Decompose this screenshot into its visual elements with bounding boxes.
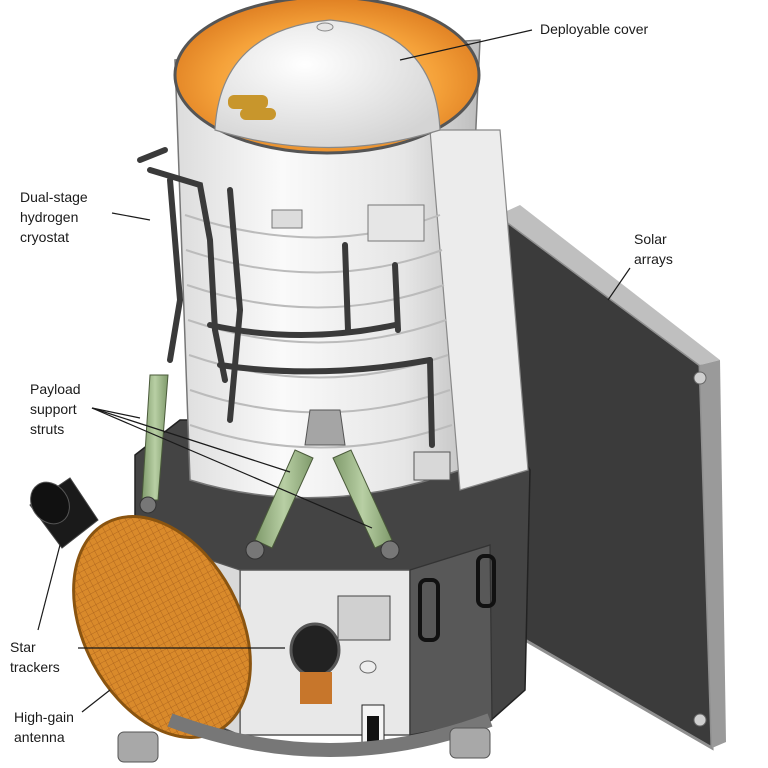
label-deployable-cover: Deployable cover: [540, 19, 648, 39]
label-star-trackers-line1: Star: [10, 639, 36, 655]
label-solar-arrays-line1: Solar: [634, 231, 667, 247]
leader-lines: [37, 29, 631, 713]
label-solar-arrays: Solar arrays: [634, 229, 673, 269]
label-deployable-cover-text: Deployable cover: [540, 21, 649, 37]
base-ring: [117, 713, 493, 763]
solar-array: [496, 205, 726, 751]
label-solar-arrays-line2: arrays: [634, 251, 673, 267]
label-cryostat-line2: hydrogen: [20, 209, 79, 225]
label-star-trackers-line2: trackers: [10, 659, 60, 675]
label-high-gain-antenna: High-gain antenna: [14, 707, 74, 747]
aperture: [173, 0, 481, 155]
telescope-tube: [174, 39, 529, 499]
label-payload-struts: Payload support struts: [30, 379, 81, 439]
cryostat-plumbing: [137, 147, 435, 448]
label-high-gain-antenna-line1: High-gain: [14, 709, 74, 725]
label-payload-struts-line3: struts: [30, 421, 65, 437]
label-payload-struts-line1: Payload: [30, 381, 81, 397]
label-star-trackers: Star trackers: [10, 637, 60, 677]
label-cryostat: Dual-stage hydrogen cryostat: [20, 187, 88, 247]
label-cryostat-line1: Dual-stage: [20, 189, 88, 205]
label-cryostat-line3: cryostat: [20, 229, 70, 245]
payload-struts: [139, 374, 400, 560]
label-high-gain-antenna-line2: antenna: [14, 729, 65, 745]
label-payload-struts-line2: support: [30, 401, 77, 417]
star-tracker: [29, 477, 99, 549]
